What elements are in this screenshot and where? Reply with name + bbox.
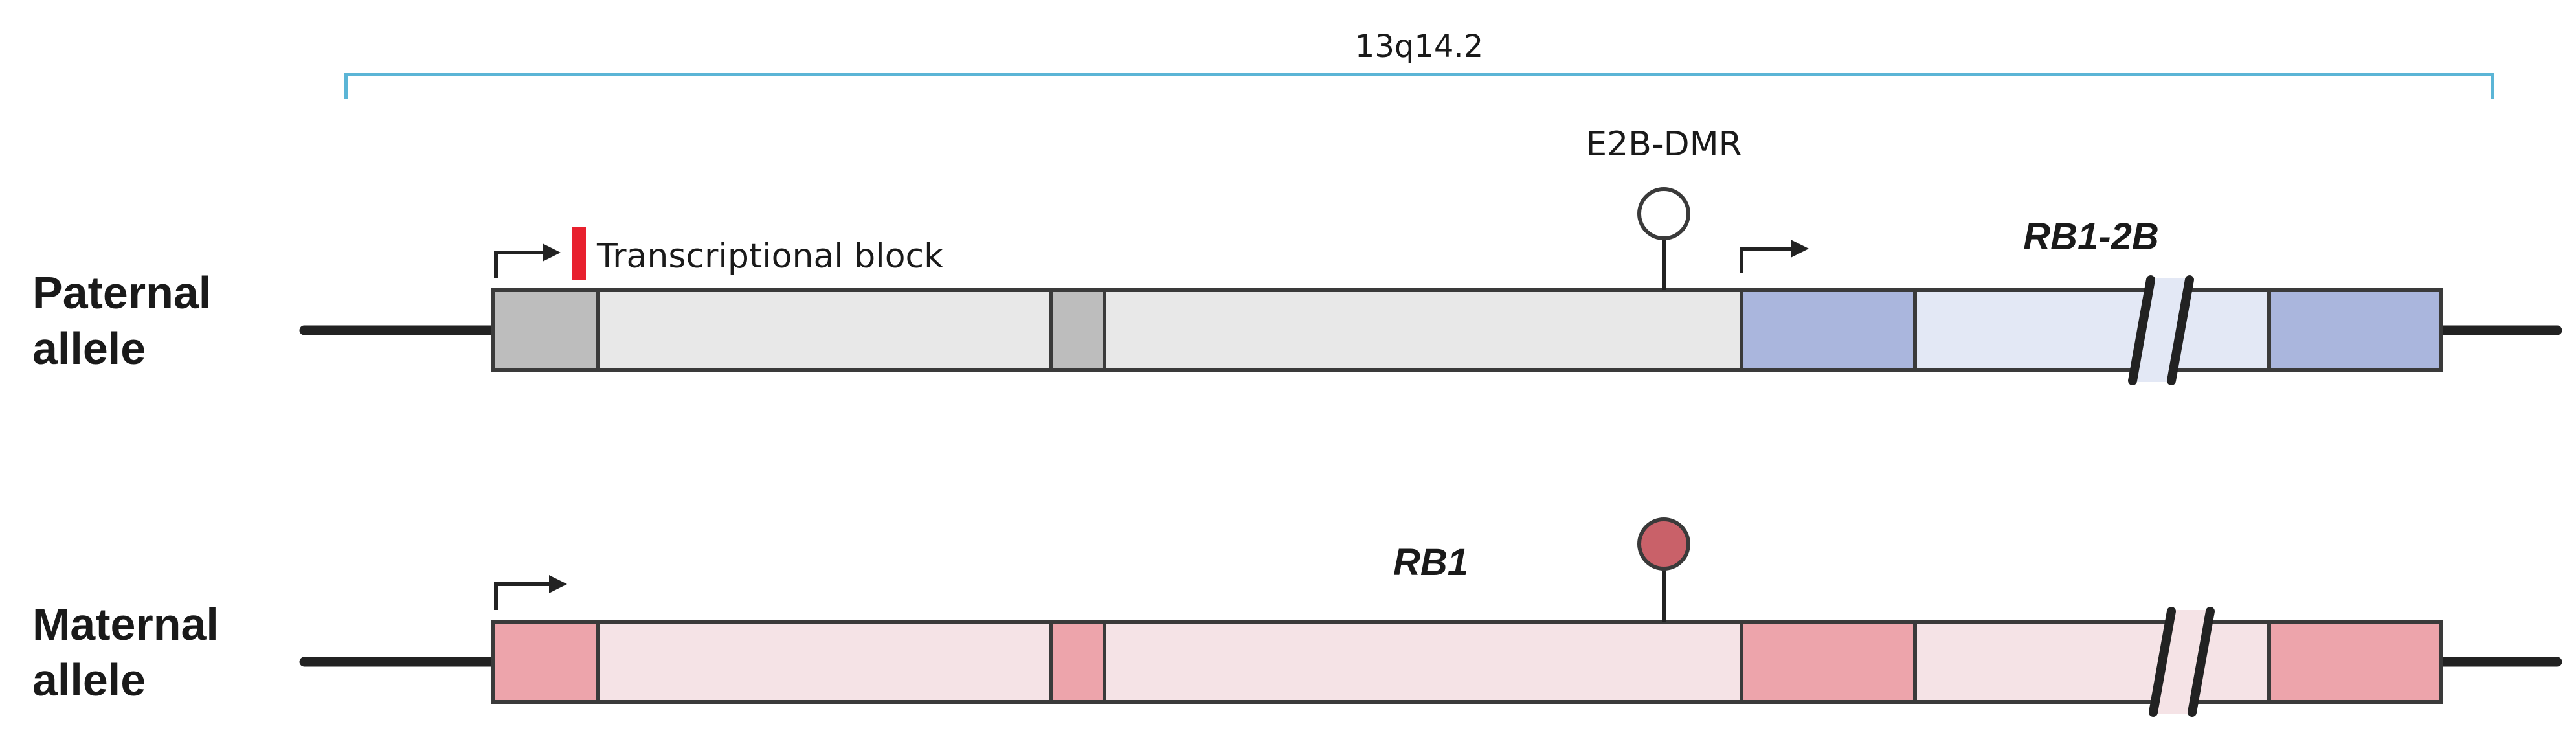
maternal-break-mark (2149, 607, 2215, 717)
unmethylated-circle-icon (1637, 187, 1690, 240)
maternal-exon-3 (1740, 620, 1917, 704)
maternal-exon-2 (1049, 620, 1106, 704)
maternal-allele: Maternal allele RB1 (32, 517, 2562, 717)
bracket-line (344, 73, 2494, 99)
rb1-2b-gene-label: RB1-2B (2023, 216, 2159, 258)
maternal-intron-3 (1913, 620, 2271, 704)
maternal-exon-4 (2267, 620, 2443, 704)
rb1-gene-label: RB1 (1393, 541, 1468, 583)
paternal-break-mark (2128, 275, 2194, 385)
transcriptional-block-bar (572, 227, 586, 280)
region-bracket: 13q14.2 (344, 28, 2494, 99)
dmr-label: E2B-DMR (1585, 125, 1742, 164)
paternal-allele: Paternal allele Transcriptional block (32, 125, 2562, 385)
transcriptional-block-label: Transcriptional block (596, 237, 943, 276)
maternal-promoter-arrow (494, 575, 567, 610)
paternal-exon-1 (491, 288, 600, 372)
paternal-dmr-lollipop (1637, 187, 1690, 290)
maternal-dmr-lollipop (1637, 517, 1690, 622)
maternal-intron-1 (596, 620, 1053, 704)
rb1-2b-exon-1 (1740, 288, 1917, 372)
paternal-promoter-arrow-1 (494, 243, 561, 278)
maternal-label-line1: Maternal (32, 599, 219, 650)
paternal-intron-1 (596, 288, 1053, 372)
paternal-intron-2 (1103, 288, 1743, 372)
methylated-circle-icon (1637, 517, 1690, 571)
paternal-label-line2: allele (32, 323, 146, 374)
paternal-promoter-arrow-2 (1740, 240, 1809, 273)
rb1-2b-exon-2 (2267, 288, 2443, 372)
paternal-label-line1: Paternal (32, 267, 211, 318)
region-label: 13q14.2 (1355, 28, 1483, 65)
maternal-intron-2 (1103, 620, 1743, 704)
paternal-exon-2 (1049, 288, 1106, 372)
maternal-label-line2: allele (32, 655, 146, 705)
rb1-2b-intron (1913, 288, 2271, 372)
maternal-exon-1 (491, 620, 600, 704)
